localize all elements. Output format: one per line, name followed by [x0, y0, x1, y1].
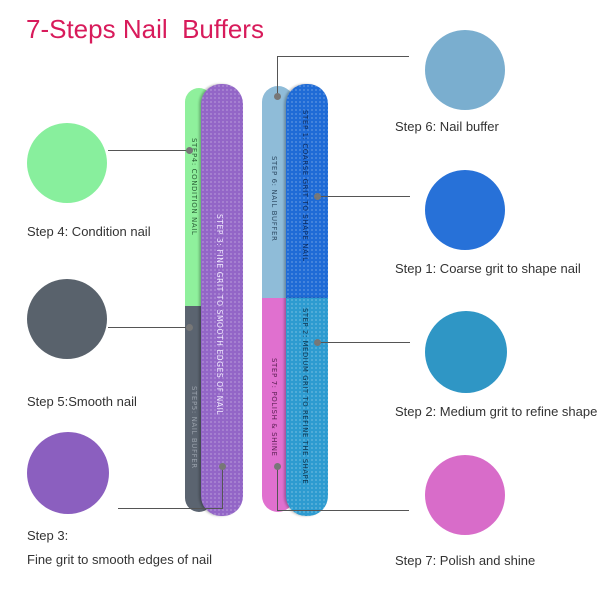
- step3-caption-line1: Step 3:: [27, 528, 69, 543]
- step2-caption: Step 2: Medium grit to refine shape: [395, 404, 598, 419]
- step1-caption: Step 1: Coarse grit to shape nail: [395, 261, 581, 276]
- left-buffer: STEP4: CONDITION NAIL STEP5: NAIL BUFFER…: [180, 84, 248, 516]
- pointer-dot-step2: [314, 339, 321, 346]
- fine-grit-segment: STEP 3: FINE GRIT TO SMOOTH EDGES OF NAI…: [201, 84, 243, 516]
- step3-caption: Step 3: Fine grit to smooth edges of nai…: [27, 524, 212, 572]
- leader-step5: [108, 327, 191, 328]
- step3-label: STEP 3: FINE GRIT TO SMOOTH EDGES OF NAI…: [215, 214, 224, 416]
- pointer-dot-step4: [186, 147, 193, 154]
- medium-grit-swatch: [425, 311, 507, 393]
- condition-swatch: [27, 123, 107, 203]
- leader-step7-vertical: [277, 468, 278, 511]
- step7-label: STEP 7: POLISH & SHINE: [270, 358, 278, 457]
- leader-step4: [108, 150, 191, 151]
- step6-label: STEP 6: NAIL BUFFER: [270, 156, 278, 242]
- step5-caption: Step 5:Smooth nail: [27, 394, 137, 409]
- smooth-swatch: [27, 279, 107, 359]
- nail-buffer-swatch: [425, 30, 505, 110]
- pointer-dot-step6: [274, 93, 281, 100]
- pointer-dot-step3: [219, 463, 226, 470]
- polish-swatch: [425, 455, 505, 535]
- step3-caption-line2: Fine grit to smooth edges of nail: [27, 552, 212, 567]
- leader-step6: [277, 56, 409, 57]
- page-title: 7-Steps Nail Buffers: [26, 14, 264, 44]
- step5-label: STEP5: NAIL BUFFER: [190, 386, 198, 469]
- step2-label: STEP 2: MEDIUM GRIT TO REFINE THE SHAPE: [301, 308, 309, 485]
- step4-caption: Step 4: Condition nail: [27, 224, 151, 239]
- leader-step3: [118, 508, 222, 509]
- leader-step1: [318, 196, 410, 197]
- leader-step6-vertical: [277, 56, 278, 96]
- step4-label: STEP4: CONDITION NAIL: [190, 138, 198, 236]
- step7-caption: Step 7: Polish and shine: [395, 553, 536, 568]
- fine-grit-swatch: [27, 432, 109, 514]
- coarse-grit-segment: STEP 1: COARSE GRIT TO SHAPE NAIL: [286, 84, 328, 298]
- pointer-dot-step7: [274, 463, 281, 470]
- pointer-dot-step5: [186, 324, 193, 331]
- leader-step2: [318, 342, 410, 343]
- leader-step7: [277, 510, 409, 511]
- medium-grit-segment: STEP 2: MEDIUM GRIT TO REFINE THE SHAPE: [286, 298, 328, 516]
- pointer-dot-step1: [314, 193, 321, 200]
- step1-label: STEP 1: COARSE GRIT TO SHAPE NAIL: [301, 110, 309, 262]
- coarse-grit-swatch: [425, 170, 505, 250]
- right-buffer: STEP 6: NAIL BUFFER STEP 7: POLISH & SHI…: [262, 84, 334, 516]
- step6-caption: Step 6: Nail buffer: [395, 119, 499, 134]
- leader-step3-vertical: [222, 468, 223, 509]
